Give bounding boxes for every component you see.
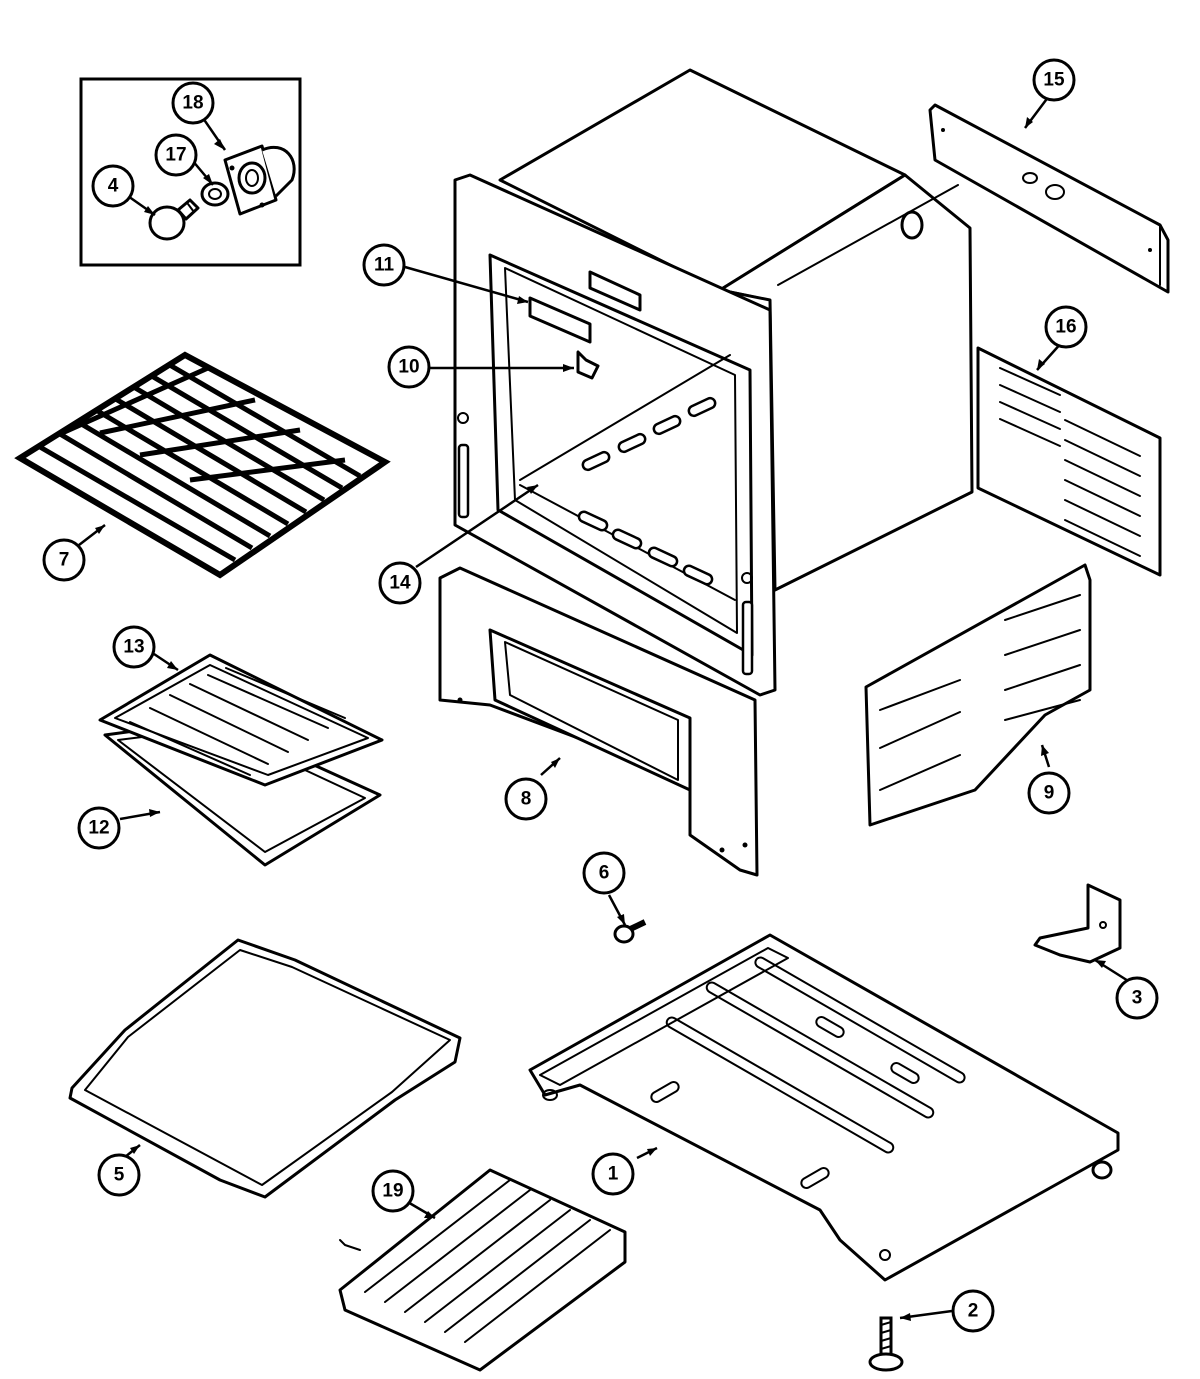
drawer-front-panel-part: [438, 566, 759, 877]
callout-label: 6: [599, 863, 610, 884]
callout-12: 12: [77, 806, 121, 850]
callout-10: 10: [387, 345, 431, 389]
callout-7: 7: [42, 538, 86, 582]
side-panel-part: [864, 563, 1092, 827]
callout-label: 5: [114, 1165, 125, 1186]
callout-13: 13: [112, 625, 156, 669]
rear-top-panel-part: [928, 103, 1170, 294]
callout-11: 11: [362, 243, 406, 287]
bulb-socket-part: [200, 181, 230, 207]
callout-label: 14: [389, 573, 411, 594]
wire-rack-part: [338, 1168, 627, 1372]
callout-14: 14: [378, 561, 422, 605]
callout-label: 10: [398, 357, 419, 378]
callout-8: 8: [504, 777, 548, 821]
callout-label: 2: [968, 1301, 979, 1322]
callout-15: 15: [1032, 58, 1076, 102]
callout-label: 4: [108, 176, 119, 197]
callout-label: 1: [608, 1164, 619, 1185]
oven-rack-part: [14, 351, 391, 579]
callout-label: 8: [521, 789, 532, 810]
callout-1: 1: [591, 1152, 635, 1196]
lamp-receptacle-part: [223, 144, 296, 216]
callout-label: 16: [1055, 317, 1076, 338]
leader-arrowheads: [95, 117, 1106, 1321]
callout-17: 17: [154, 133, 198, 177]
callout-2: 2: [951, 1289, 995, 1333]
callout-label: 12: [88, 818, 109, 839]
callout-label: 17: [165, 145, 186, 166]
callout-label: 13: [123, 637, 144, 658]
screw-part: [613, 919, 647, 944]
callout-6: 6: [582, 851, 626, 895]
callout-19: 19: [371, 1169, 415, 1213]
drawer-pan-part: [68, 938, 462, 1199]
callout-label: 7: [59, 550, 70, 571]
callout-16: 16: [1044, 305, 1088, 349]
oven-cavity-part: [453, 68, 974, 697]
callout-label: 3: [1132, 988, 1143, 1009]
callout-9: 9: [1027, 771, 1071, 815]
callout-label: 19: [382, 1181, 403, 1202]
callout-label: 15: [1043, 70, 1065, 91]
broil-pan-insert-part: [98, 653, 384, 787]
rear-vent-panel-part: [976, 346, 1162, 577]
light-bulb-part: [148, 198, 200, 241]
clip-part: [576, 350, 600, 380]
callout-label: 9: [1044, 783, 1055, 804]
base-pan-part: [528, 933, 1120, 1282]
callout-4: 4: [91, 164, 135, 208]
callout-label: 11: [374, 255, 395, 276]
bracket-part: [1033, 883, 1122, 964]
callout-3: 3: [1115, 976, 1159, 1020]
callout-5: 5: [97, 1153, 141, 1197]
callout-18: 18: [171, 81, 215, 125]
label-plate-part: [528, 296, 592, 344]
callout-label: 18: [182, 93, 203, 114]
leveling-leg-part: [868, 1316, 904, 1372]
